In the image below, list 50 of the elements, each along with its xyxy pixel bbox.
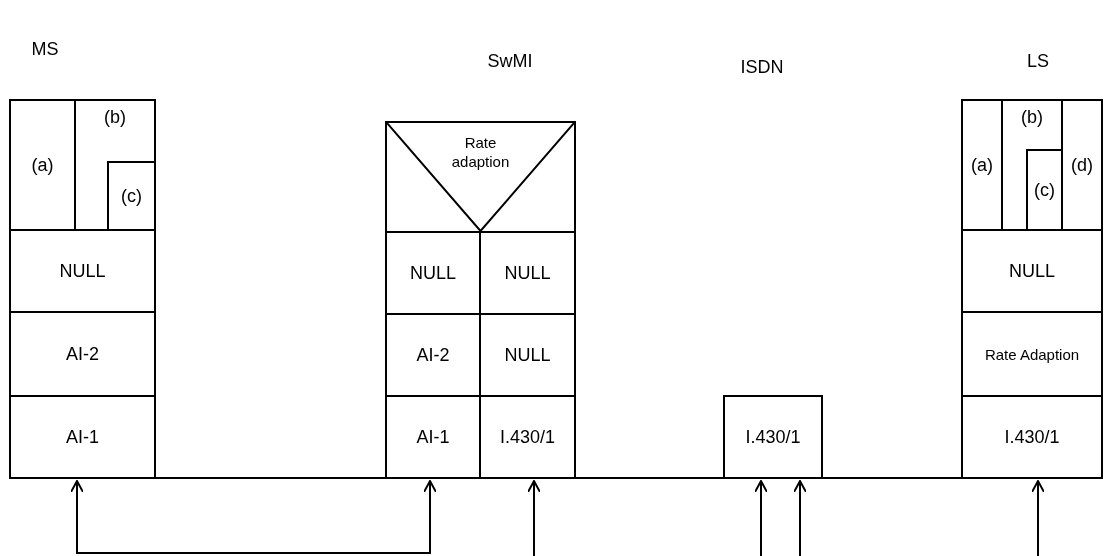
layer-label: Rate Adaption bbox=[984, 345, 1080, 363]
arrow bbox=[70, 480, 437, 554]
protocol-layer bbox=[961, 229, 1103, 313]
layer-label: I.430/1 bbox=[1004, 426, 1060, 448]
protocol-layer bbox=[107, 161, 156, 231]
connector-line bbox=[822, 477, 963, 479]
arrow bbox=[527, 480, 541, 556]
protocol-layer bbox=[74, 99, 156, 231]
protocol-layer bbox=[1061, 99, 1103, 231]
layer-label: (a) bbox=[971, 154, 993, 176]
layer-label: (b) bbox=[1021, 107, 1043, 128]
layer-label: AI-1 bbox=[66, 426, 99, 448]
protocol-layer bbox=[961, 99, 1003, 231]
layer-label: (b) bbox=[104, 107, 126, 128]
arrow bbox=[1031, 480, 1045, 556]
protocol-layer bbox=[9, 311, 156, 397]
layer-label: NULL bbox=[410, 262, 456, 284]
stack-heading: ISDN bbox=[740, 57, 784, 78]
layer-label: (a) bbox=[31, 154, 54, 176]
protocol-layer bbox=[961, 311, 1103, 397]
layer-label: (c) bbox=[121, 185, 142, 207]
protocol-layer bbox=[385, 395, 481, 479]
protocol-layer bbox=[479, 395, 576, 479]
stack-heading: SwMI bbox=[487, 51, 533, 72]
protocol-layer bbox=[9, 99, 76, 231]
layer-label: Rate adaption bbox=[450, 133, 511, 171]
protocol-layer bbox=[9, 229, 156, 313]
protocol-layer bbox=[1026, 149, 1063, 231]
stack-heading: MS bbox=[31, 39, 59, 60]
layer-label: AI-1 bbox=[416, 426, 450, 448]
layer-label: (d) bbox=[1071, 154, 1093, 176]
protocol-layer bbox=[961, 395, 1103, 479]
protocol-layer bbox=[9, 395, 156, 479]
arrow bbox=[793, 480, 807, 556]
layer-label: AI-2 bbox=[416, 344, 450, 366]
layer-label: AI-2 bbox=[66, 343, 99, 365]
layer-label: NULL bbox=[504, 262, 551, 284]
layer-label: I.430/1 bbox=[745, 426, 801, 448]
layer-label: NULL bbox=[504, 344, 551, 366]
layer-label: NULL bbox=[1009, 260, 1055, 282]
arrow bbox=[754, 480, 768, 556]
connector-line bbox=[154, 477, 387, 479]
connector-line bbox=[574, 477, 724, 479]
protocol-layer bbox=[1001, 99, 1063, 231]
layer-label: I.430/1 bbox=[499, 426, 555, 448]
protocol-layer bbox=[723, 395, 823, 479]
layer-label: NULL bbox=[59, 260, 106, 282]
stack-heading: LS bbox=[1027, 51, 1049, 72]
rate-adaption-triangle bbox=[385, 121, 576, 233]
layer-label: (c) bbox=[1034, 179, 1055, 201]
